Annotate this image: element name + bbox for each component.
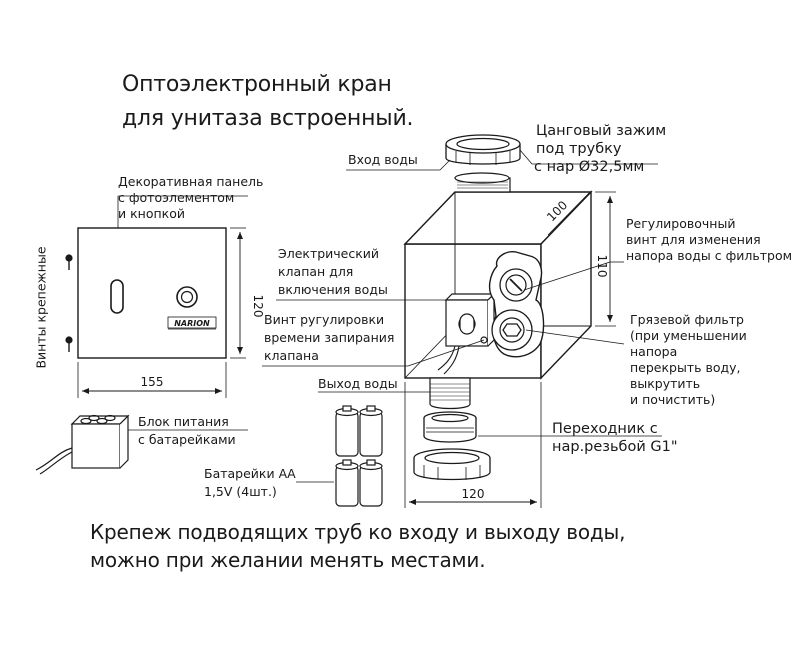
dirt-filter-label-3: напора <box>630 344 678 359</box>
dirt-filter-label-4: перекрыть воду, <box>630 360 741 375</box>
electric-valve-label-2: клапан для <box>278 264 354 279</box>
adapter-label-1: Переходник с <box>552 421 658 437</box>
collet-label-1: Цанговый зажим <box>536 123 667 139</box>
reg-screw-label-1: Регулировочный <box>626 216 736 231</box>
leader-lines <box>262 149 662 437</box>
screw-icon-bottom <box>65 336 73 352</box>
dirt-filter-label-5: выкрутить <box>630 376 701 391</box>
screw-adjust-label-3: клапана <box>264 348 319 363</box>
batteries-label-1: Батарейки АА <box>204 466 296 481</box>
dirt-filter-label-6: и почистить) <box>630 392 716 407</box>
power-block-drawing <box>35 414 248 475</box>
title-line-2: для унитаза встроенный. <box>122 106 414 131</box>
power-block-label-2: с батарейками <box>138 432 236 447</box>
screws-label: Винты крепежные <box>33 246 49 369</box>
dim-panel-height: 120 <box>251 295 265 318</box>
dim-box-width: 120 <box>462 487 485 501</box>
title-line-1: Оптоэлектронный кран <box>122 72 392 97</box>
decor-panel-label-2: с фотоэлементом <box>118 190 235 205</box>
electric-valve-label-3: включения воды <box>278 282 388 297</box>
reg-screw-label-3: напора воды с фильтром <box>626 248 793 263</box>
batteries-drawing <box>296 405 383 507</box>
screw-adjust-label-2: времени запирания <box>264 330 395 345</box>
dirt-filter-label-2: (при уменьшении <box>630 328 747 343</box>
screw-icon-top <box>65 254 73 270</box>
decorative-panel-drawing <box>65 195 248 398</box>
power-block-label-1: Блок питания <box>138 414 229 429</box>
narion-logo <box>167 316 217 330</box>
collet-label-3: с нар Ø32,5мм <box>534 159 645 175</box>
collet-label-2: под трубку <box>536 141 622 157</box>
footer-line-2: можно при желании менять местами. <box>90 548 486 572</box>
adapter-label-2: нар.резьбой G1" <box>552 439 678 455</box>
decor-panel-label-1: Декоративная панель <box>118 174 264 189</box>
dirt-filter-label-1: Грязевой фильтр <box>630 312 744 327</box>
batteries-label-2: 1,5V (4шт.) <box>204 484 277 499</box>
dim-panel-width: 155 <box>141 375 164 389</box>
water-out-label: Выход воды <box>318 376 398 391</box>
water-in-label: Вход воды <box>348 152 418 167</box>
decor-panel-label-3: и кнопкой <box>118 206 185 221</box>
reg-screw-label-2: винт для изменения <box>626 232 761 247</box>
screw-adjust-label-1: Винт ругулировки <box>264 312 385 327</box>
logo-text: NARION <box>174 319 210 328</box>
footer-line-1: Крепеж подводящих труб ко входу и выходу… <box>90 520 626 544</box>
electric-valve-label-1: Электрический <box>278 246 380 261</box>
valve-box-drawing <box>403 134 616 508</box>
dim-box-height: 110 <box>595 255 609 278</box>
